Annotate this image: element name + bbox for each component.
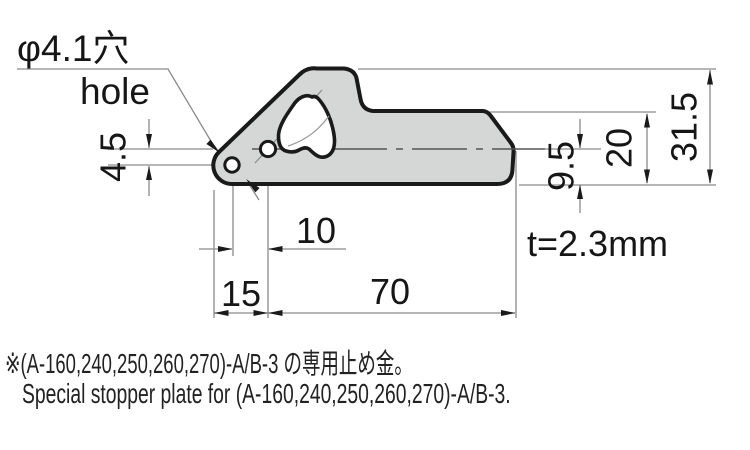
arrow-70-right — [501, 310, 516, 316]
arrow-20-top — [644, 113, 650, 128]
arrow-31-5-bottom — [707, 169, 713, 184]
extension-lines — [108, 68, 716, 318]
note-japanese: ※(A-160,240,250,260,270)-A/B-3 の専用止め金。 — [5, 348, 413, 379]
dim-70: 70 — [370, 271, 410, 312]
arrow-20-bottom — [644, 169, 650, 184]
arrow-4-5-down — [146, 134, 152, 148]
arrow-31-5-top — [707, 70, 713, 85]
arrow-15-right — [253, 310, 268, 316]
arrow-10-right — [268, 246, 283, 252]
stopper-plate-drawing: φ4.1穴 hole 4.5 10 15 70 t=2.3mm 9.5 20 3… — [17, 28, 716, 318]
thickness-label: t=2.3mm — [527, 223, 668, 264]
note-english: Special stopper plate for (A-160,240,250… — [22, 378, 511, 409]
dim-31-5: 31.5 — [664, 92, 705, 162]
small-hole-4-1 — [223, 156, 241, 174]
arrowheads — [146, 70, 713, 316]
hole-callout-en: hole — [80, 71, 150, 112]
arrow-15-left — [214, 310, 229, 316]
dim-20: 20 — [599, 128, 640, 168]
dim-10: 10 — [296, 210, 336, 251]
dimension-lines — [17, 68, 711, 314]
dim-9-5: 9.5 — [541, 141, 582, 191]
arrow-10-left — [218, 246, 233, 252]
arrow-70-left — [268, 310, 283, 316]
arrow-4-5-up — [146, 166, 152, 180]
hole-callout-jp: φ4.1穴 — [17, 28, 129, 69]
plate-outline — [211, 66, 516, 187]
large-hole — [258, 139, 278, 159]
cutout-construction-arc — [287, 115, 330, 147]
arrow-9-5-down — [577, 134, 583, 149]
dim-15: 15 — [221, 273, 261, 314]
kidney-cutout — [276, 93, 337, 159]
arrow-leader-upper — [206, 139, 220, 153]
dim-4-5: 4.5 — [93, 132, 134, 182]
leader-hole-callout — [17, 68, 213, 144]
arrow-9-5-up — [577, 184, 583, 199]
arrow-leader-lower — [246, 179, 260, 193]
